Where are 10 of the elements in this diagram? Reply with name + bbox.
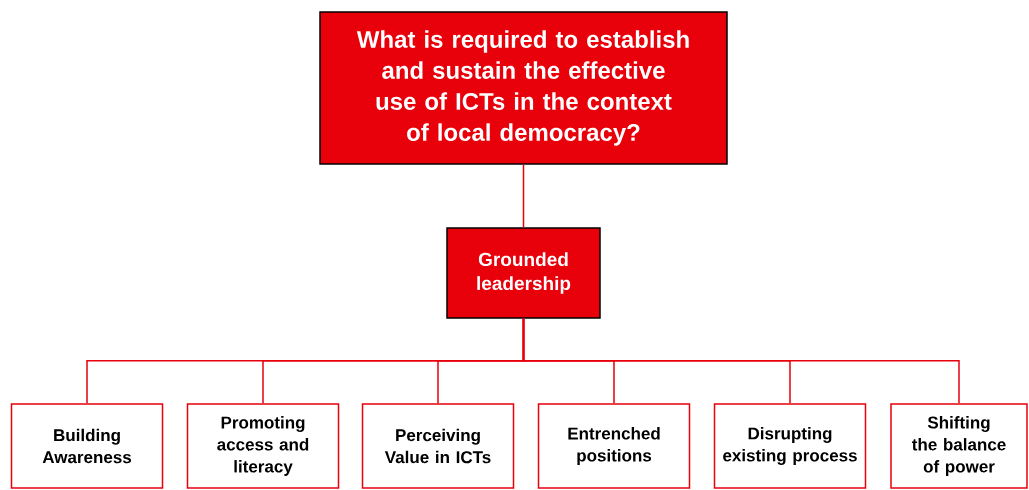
category-box: Perceiving Value in ICTs bbox=[361, 403, 515, 489]
category-box: Entrenched positions bbox=[537, 403, 691, 489]
category-box: Shifting the balance of power bbox=[890, 403, 1028, 489]
connector-line bbox=[522, 318, 960, 404]
connector-line bbox=[522, 164, 525, 228]
category-box: Promoting access and literacy bbox=[186, 403, 340, 489]
theme-box: Grounded leadership bbox=[446, 227, 601, 319]
question-box: What is required to establish and sustain the effective use of ICTs in the context of local democracy? bbox=[319, 11, 728, 165]
category-box: Building Awareness bbox=[10, 403, 164, 489]
category-box: Disrupting existing process bbox=[713, 403, 867, 489]
